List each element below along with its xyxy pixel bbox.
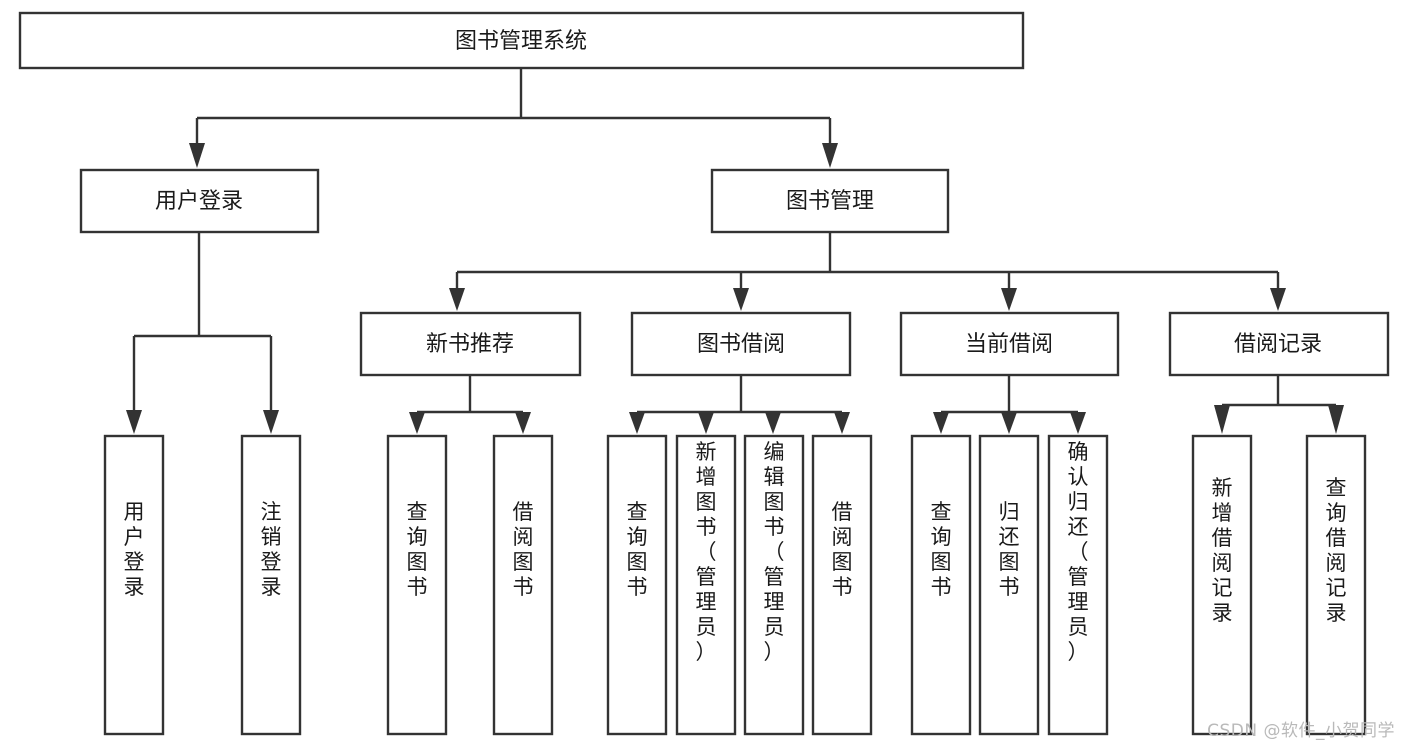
node-current-borrow-label: 当前借阅: [965, 332, 1053, 357]
leaf-user-login-box[interactable]: [103, 434, 165, 736]
node-book-borrow-label: 图书借阅: [697, 332, 785, 357]
leaf-query-book-1-box[interactable]: [386, 434, 448, 736]
node-user-login[interactable]: 用户登录: [79, 168, 320, 234]
connectors-borrow-record-to-leaves: [1214, 375, 1344, 434]
node-root-label: 图书管理系统: [455, 29, 587, 54]
node-book-manage-box[interactable]: [710, 168, 950, 234]
leaf-query-book-3[interactable]: 查询图书: [910, 434, 972, 736]
node-book-manage[interactable]: 图书管理: [710, 168, 950, 234]
leaf-confirm-return-admin[interactable]: 确认归还（管理员）: [1047, 434, 1109, 736]
node-new-book-recommend-box[interactable]: [359, 311, 582, 377]
arrow-head-book-manage: [822, 143, 838, 168]
node-new-book-recommend-label: 新书推荐: [426, 332, 514, 357]
arrow-head-leaf-return-book: [1001, 412, 1017, 434]
leaf-borrow-book-2[interactable]: 借阅图书: [811, 434, 873, 736]
leaf-borrow-book-2-box[interactable]: [811, 434, 873, 736]
node-user-login-label: 用户登录: [155, 189, 243, 214]
leaf-query-book-3-box[interactable]: [910, 434, 972, 736]
arrow-head-user-login: [189, 143, 205, 168]
leaf-return-book-box[interactable]: [978, 434, 1040, 736]
leaf-query-book-2[interactable]: 查询图书: [606, 434, 668, 736]
node-book-borrow[interactable]: 图书借阅: [630, 311, 852, 377]
leaf-return-book[interactable]: 归还图书: [978, 434, 1040, 736]
node-current-borrow-box[interactable]: [899, 311, 1120, 377]
leaf-user-login[interactable]: 用户登录: [103, 434, 165, 736]
arrow-head-leaf-user-login: [126, 410, 142, 434]
leaf-query-book-2-label: 查询图书: [627, 500, 648, 599]
leaf-edit-book-admin-box[interactable]: [743, 434, 805, 736]
arrow-head-leaf-borrow-book-1: [515, 412, 531, 434]
arrow-head-leaf-logout-login: [263, 410, 279, 434]
leaf-logout-login-box[interactable]: [240, 434, 302, 736]
node-borrow-record-box[interactable]: [1168, 311, 1390, 377]
node-borrow-record-label: 借阅记录: [1234, 332, 1322, 357]
leaf-borrow-book-2-label: 借阅图书: [832, 500, 853, 599]
node-new-book-recommend[interactable]: 新书推荐: [359, 311, 582, 377]
node-root-box[interactable]: [18, 11, 1025, 70]
leaf-add-borrow-record-box[interactable]: [1191, 434, 1253, 736]
leaf-add-book-admin-box[interactable]: [675, 434, 737, 736]
arrow-head-leaf-edit-book-admin: [765, 412, 781, 434]
csdn-watermark: CSDN @软件_小贺同学: [1207, 721, 1395, 741]
leaf-add-borrow-record-label: 新增借阅记录: [1212, 476, 1233, 625]
leaf-borrow-book-1-label: 借阅图书: [513, 500, 534, 599]
leaf-add-book-admin[interactable]: 新增图书（管理员）: [675, 434, 737, 736]
connectors-user-login-to-leaves: [126, 232, 279, 434]
leaf-confirm-return-admin-label: 确认归还（管理员）: [1068, 440, 1089, 664]
leaf-query-borrow-record-box[interactable]: [1305, 434, 1367, 736]
connectors-new-book-recommend-to-leaves: [409, 375, 531, 434]
leaf-borrow-book-1-box[interactable]: [492, 434, 554, 736]
arrow-head-borrow-record: [1270, 288, 1286, 311]
arrow-head-current-borrow: [1001, 288, 1017, 311]
connectors-current-borrow-to-leaves: [933, 375, 1086, 434]
leaf-logout-login[interactable]: 注销登录: [240, 434, 302, 736]
leaf-query-borrow-record-label: 查询借阅记录: [1326, 476, 1347, 625]
arrow-head-leaf-borrow-book-2: [834, 412, 850, 434]
leaf-return-book-label: 归还图书: [999, 500, 1020, 599]
leaf-query-book-1[interactable]: 查询图书: [386, 434, 448, 736]
node-root[interactable]: 图书管理系统: [18, 11, 1025, 70]
leaf-add-borrow-record[interactable]: 新增借阅记录: [1191, 434, 1253, 736]
node-book-manage-label: 图书管理: [786, 189, 874, 214]
leaf-query-book-1-label: 查询图书: [407, 500, 428, 599]
leaf-query-borrow-record[interactable]: 查询借阅记录: [1305, 434, 1367, 736]
arrow-head-leaf-add-borrow-record: [1214, 405, 1230, 434]
leaf-edit-book-admin-label: 编辑图书（管理员）: [764, 440, 785, 664]
leaf-add-book-admin-label: 新增图书（管理员）: [696, 440, 717, 664]
leaf-query-book-3-label: 查询图书: [931, 500, 952, 599]
node-current-borrow[interactable]: 当前借阅: [899, 311, 1120, 377]
leaf-query-book-2-box[interactable]: [606, 434, 668, 736]
connectors-root-to-level2: [189, 68, 838, 168]
arrow-head-leaf-query-borrow-record: [1328, 405, 1344, 434]
node-user-login-box[interactable]: [79, 168, 320, 234]
leaf-edit-book-admin[interactable]: 编辑图书（管理员）: [743, 434, 805, 736]
arrow-head-leaf-query-book-3: [933, 412, 949, 434]
arrow-head-leaf-add-book-admin: [698, 412, 714, 434]
connectors-book-borrow-to-leaves: [629, 375, 850, 434]
node-book-borrow-box[interactable]: [630, 311, 852, 377]
arrow-head-new-book-recommend: [449, 288, 465, 311]
arrow-head-book-borrow: [733, 288, 749, 311]
leaf-borrow-book-1[interactable]: 借阅图书: [492, 434, 554, 736]
node-borrow-record[interactable]: 借阅记录: [1168, 311, 1390, 377]
arrow-head-leaf-query-book-2: [629, 412, 645, 434]
arrow-head-leaf-query-book-1: [409, 412, 425, 434]
arrow-head-leaf-confirm-return-admin: [1070, 412, 1086, 434]
leaf-user-login-label: 用户登录: [124, 500, 145, 599]
connectors-book-manage-to-level3: [449, 232, 1286, 311]
leaf-logout-login-label: 注销登录: [261, 500, 282, 599]
leaf-confirm-return-admin-box[interactable]: [1047, 434, 1109, 736]
